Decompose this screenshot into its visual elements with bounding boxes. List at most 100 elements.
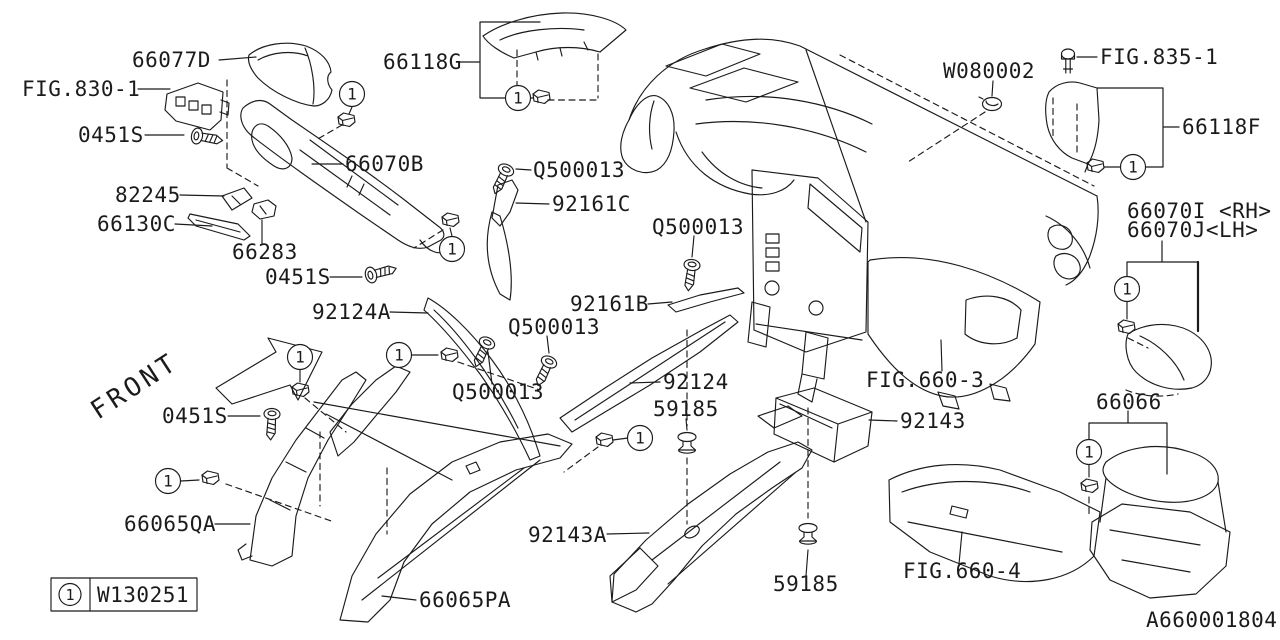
callout-1: 1 (286, 343, 314, 371)
screw-q500013-icon (487, 161, 517, 198)
callout-number: 1 (295, 348, 305, 367)
callouts-layer: 1 1 1 1 1 1 1 1 1 1 (154, 80, 1147, 495)
artwork-92161b-trim (667, 287, 745, 313)
artwork-fig660-4-lid (888, 463, 1101, 583)
part-label-66070b: 66070B (345, 152, 424, 176)
artwork-92143-duct (773, 387, 873, 463)
part-label-fig-660-4: FIG.660-4 (903, 559, 1021, 583)
clip-icon (1117, 319, 1136, 335)
callout-number: 1 (1122, 280, 1132, 299)
callout-number: 1 (635, 429, 645, 448)
part-label-92124: 92124 (663, 370, 729, 394)
part-label-fig-660-3: FIG.660-3 (866, 368, 984, 392)
legend-part-number: W130251 (97, 583, 189, 607)
callout-number: 1 (1084, 443, 1094, 462)
artwork-66118g-panel (482, 12, 627, 61)
screw-0451s-icon (189, 126, 225, 149)
callout-circle-icon (626, 424, 654, 452)
part-label-66066: 66066 (1096, 390, 1162, 414)
part-label-66118f: 66118F (1182, 115, 1261, 139)
leader-lines (137, 21, 1200, 601)
callout-number: 1 (1128, 158, 1138, 177)
part-label-92124a: 92124A (312, 300, 391, 324)
callout-circle-icon (385, 341, 413, 369)
artwork-dashboard (620, 38, 1099, 429)
screw-0451s-icon (262, 407, 281, 441)
part-label-66070j-lh: 66070J<LH> (1127, 218, 1258, 242)
part-label-66065qa: 66065QA (124, 512, 216, 536)
part-label-0451s: 0451S (162, 404, 228, 428)
callout-circle-icon (504, 84, 532, 112)
callout-number: 1 (394, 346, 404, 365)
callout-1: 1 (1075, 438, 1103, 466)
clip-icon (201, 470, 220, 486)
legend-callout-number: 1 (65, 586, 74, 604)
callout-number: 1 (163, 472, 173, 491)
artwork-92161c-bracket (486, 179, 519, 301)
part-label-0451s: 0451S (265, 265, 331, 289)
part-label-59185: 59185 (653, 397, 719, 421)
callout-circle-icon (286, 343, 314, 371)
clip-icon (440, 347, 459, 363)
part-label-92161b: 92161B (570, 292, 649, 316)
callout-circle-icon (438, 235, 466, 263)
artwork-66065qa-bracket (237, 365, 561, 567)
callout-number: 1 (347, 85, 357, 104)
callout-circle-icon (154, 467, 182, 495)
part-label-66118g: 66118G (383, 50, 462, 74)
legend-box: 1 W130251 (50, 577, 198, 612)
diagram-code: A660001804 (1146, 608, 1277, 632)
clip-icon (337, 112, 356, 128)
clip-icon (595, 432, 614, 448)
callout-1: 1 (154, 467, 182, 495)
callout-1: 1 (626, 424, 654, 452)
artwork-92124-trim (559, 314, 739, 433)
part-label-92143: 92143 (900, 409, 966, 433)
artwork-66070b-trim (240, 99, 449, 254)
callout-1: 1 (385, 341, 413, 369)
part-label-66070i-rh: 66070I <RH> (1127, 199, 1272, 223)
artwork-92124a-trim (423, 297, 541, 461)
clip-icon (441, 212, 460, 228)
callout-1: 1 (1119, 153, 1147, 181)
artwork-92143a-duct (609, 441, 813, 613)
legend-callout-icon (58, 582, 82, 607)
part-label-66130c: 66130C (97, 212, 176, 236)
front-arrow-icon (215, 337, 323, 405)
clip-icon (1086, 158, 1105, 174)
part-label-q500013: Q500013 (508, 315, 600, 339)
bolt-fig835-icon (1060, 48, 1076, 74)
construction-lines (225, 49, 1149, 535)
callout-1: 1 (504, 84, 532, 112)
part-label-fig-835-1: FIG.835-1 (1100, 45, 1218, 69)
labels-layer: 66077DFIG.830-10451S66070B8224566130C662… (22, 45, 1272, 612)
part-label-w080002: W080002 (943, 59, 1035, 83)
callout-circle-icon (1119, 153, 1147, 181)
part-label-59185: 59185 (773, 572, 839, 596)
callout-circle-icon (1113, 275, 1141, 303)
artwork-66070ij-pocket (1125, 323, 1212, 397)
artwork-66077d-garnish (247, 42, 333, 107)
part-label-q500013: Q500013 (652, 215, 744, 239)
artwork-66066-box (1089, 446, 1231, 599)
clip-icon (532, 89, 551, 105)
callout-circle-icon (338, 80, 366, 108)
part-label-q500013: Q500013 (533, 158, 625, 182)
callout-number: 1 (513, 89, 523, 108)
callout-1: 1 (1113, 275, 1141, 303)
screw-q500013-icon (679, 257, 702, 293)
part-label-fig-830-1: FIG.830-1 (22, 77, 140, 101)
artwork-fig830-switch-panel (164, 82, 230, 131)
part-label-66283: 66283 (232, 240, 298, 264)
callout-number: 1 (447, 240, 457, 259)
callout-circle-icon (1075, 438, 1103, 466)
clip-icon (1080, 478, 1099, 494)
callout-1: 1 (438, 235, 466, 263)
pin-59185-icon (798, 522, 818, 545)
callout-1: 1 (338, 80, 366, 108)
part-label-0451s: 0451S (78, 123, 144, 147)
pin-59185-icon (677, 431, 697, 454)
artwork-small-parts-82245-66130c-66283 (187, 187, 277, 241)
